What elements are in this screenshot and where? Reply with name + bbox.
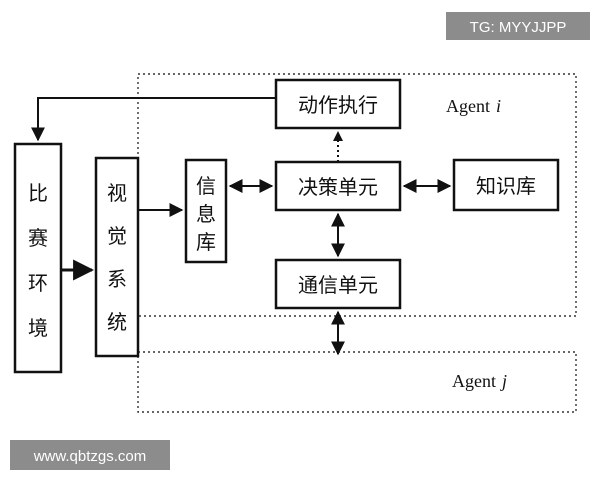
vision-char: 系 — [107, 267, 127, 291]
watermark-bottom-left: www.qbtzgs.com — [10, 440, 170, 470]
action-execution-box: 动作执行 — [274, 78, 402, 130]
info-database-box: 信 息 库 — [184, 158, 228, 264]
match-env-char: 境 — [28, 316, 48, 340]
match-env-char: 环 — [28, 271, 48, 295]
action-label: 动作执行 — [298, 93, 378, 117]
watermark-bottom-text: www.qbtzgs.com — [33, 448, 147, 465]
communication-unit-box: 通信单元 — [274, 258, 402, 310]
watermark-top-right: TG: MYYJJPP — [446, 12, 590, 40]
agent-j-boundary — [137, 351, 577, 413]
info-db-char: 库 — [196, 230, 216, 254]
match-environment-box: 比 赛 环 境 — [13, 142, 63, 374]
watermark-top-text: TG: MYYJJPP — [470, 19, 567, 36]
knowledge-base-box: 知识库 — [452, 158, 560, 212]
info-db-char: 信 — [196, 174, 216, 198]
decision-unit-box: 决策单元 — [274, 160, 402, 212]
knowledge-label: 知识库 — [476, 174, 536, 198]
action-to-environment-arrow — [31, 97, 276, 142]
comm-label: 通信单元 — [298, 273, 378, 297]
info-db-char: 息 — [196, 202, 216, 226]
decision-label: 决策单元 — [298, 175, 378, 199]
vision-system-box: 视 觉 系 统 — [94, 156, 140, 358]
vision-char: 统 — [107, 310, 127, 334]
match-env-char: 比 — [28, 181, 48, 205]
vision-char: 觉 — [107, 224, 127, 248]
match-env-char: 赛 — [28, 226, 48, 250]
vision-char: 视 — [107, 181, 127, 205]
